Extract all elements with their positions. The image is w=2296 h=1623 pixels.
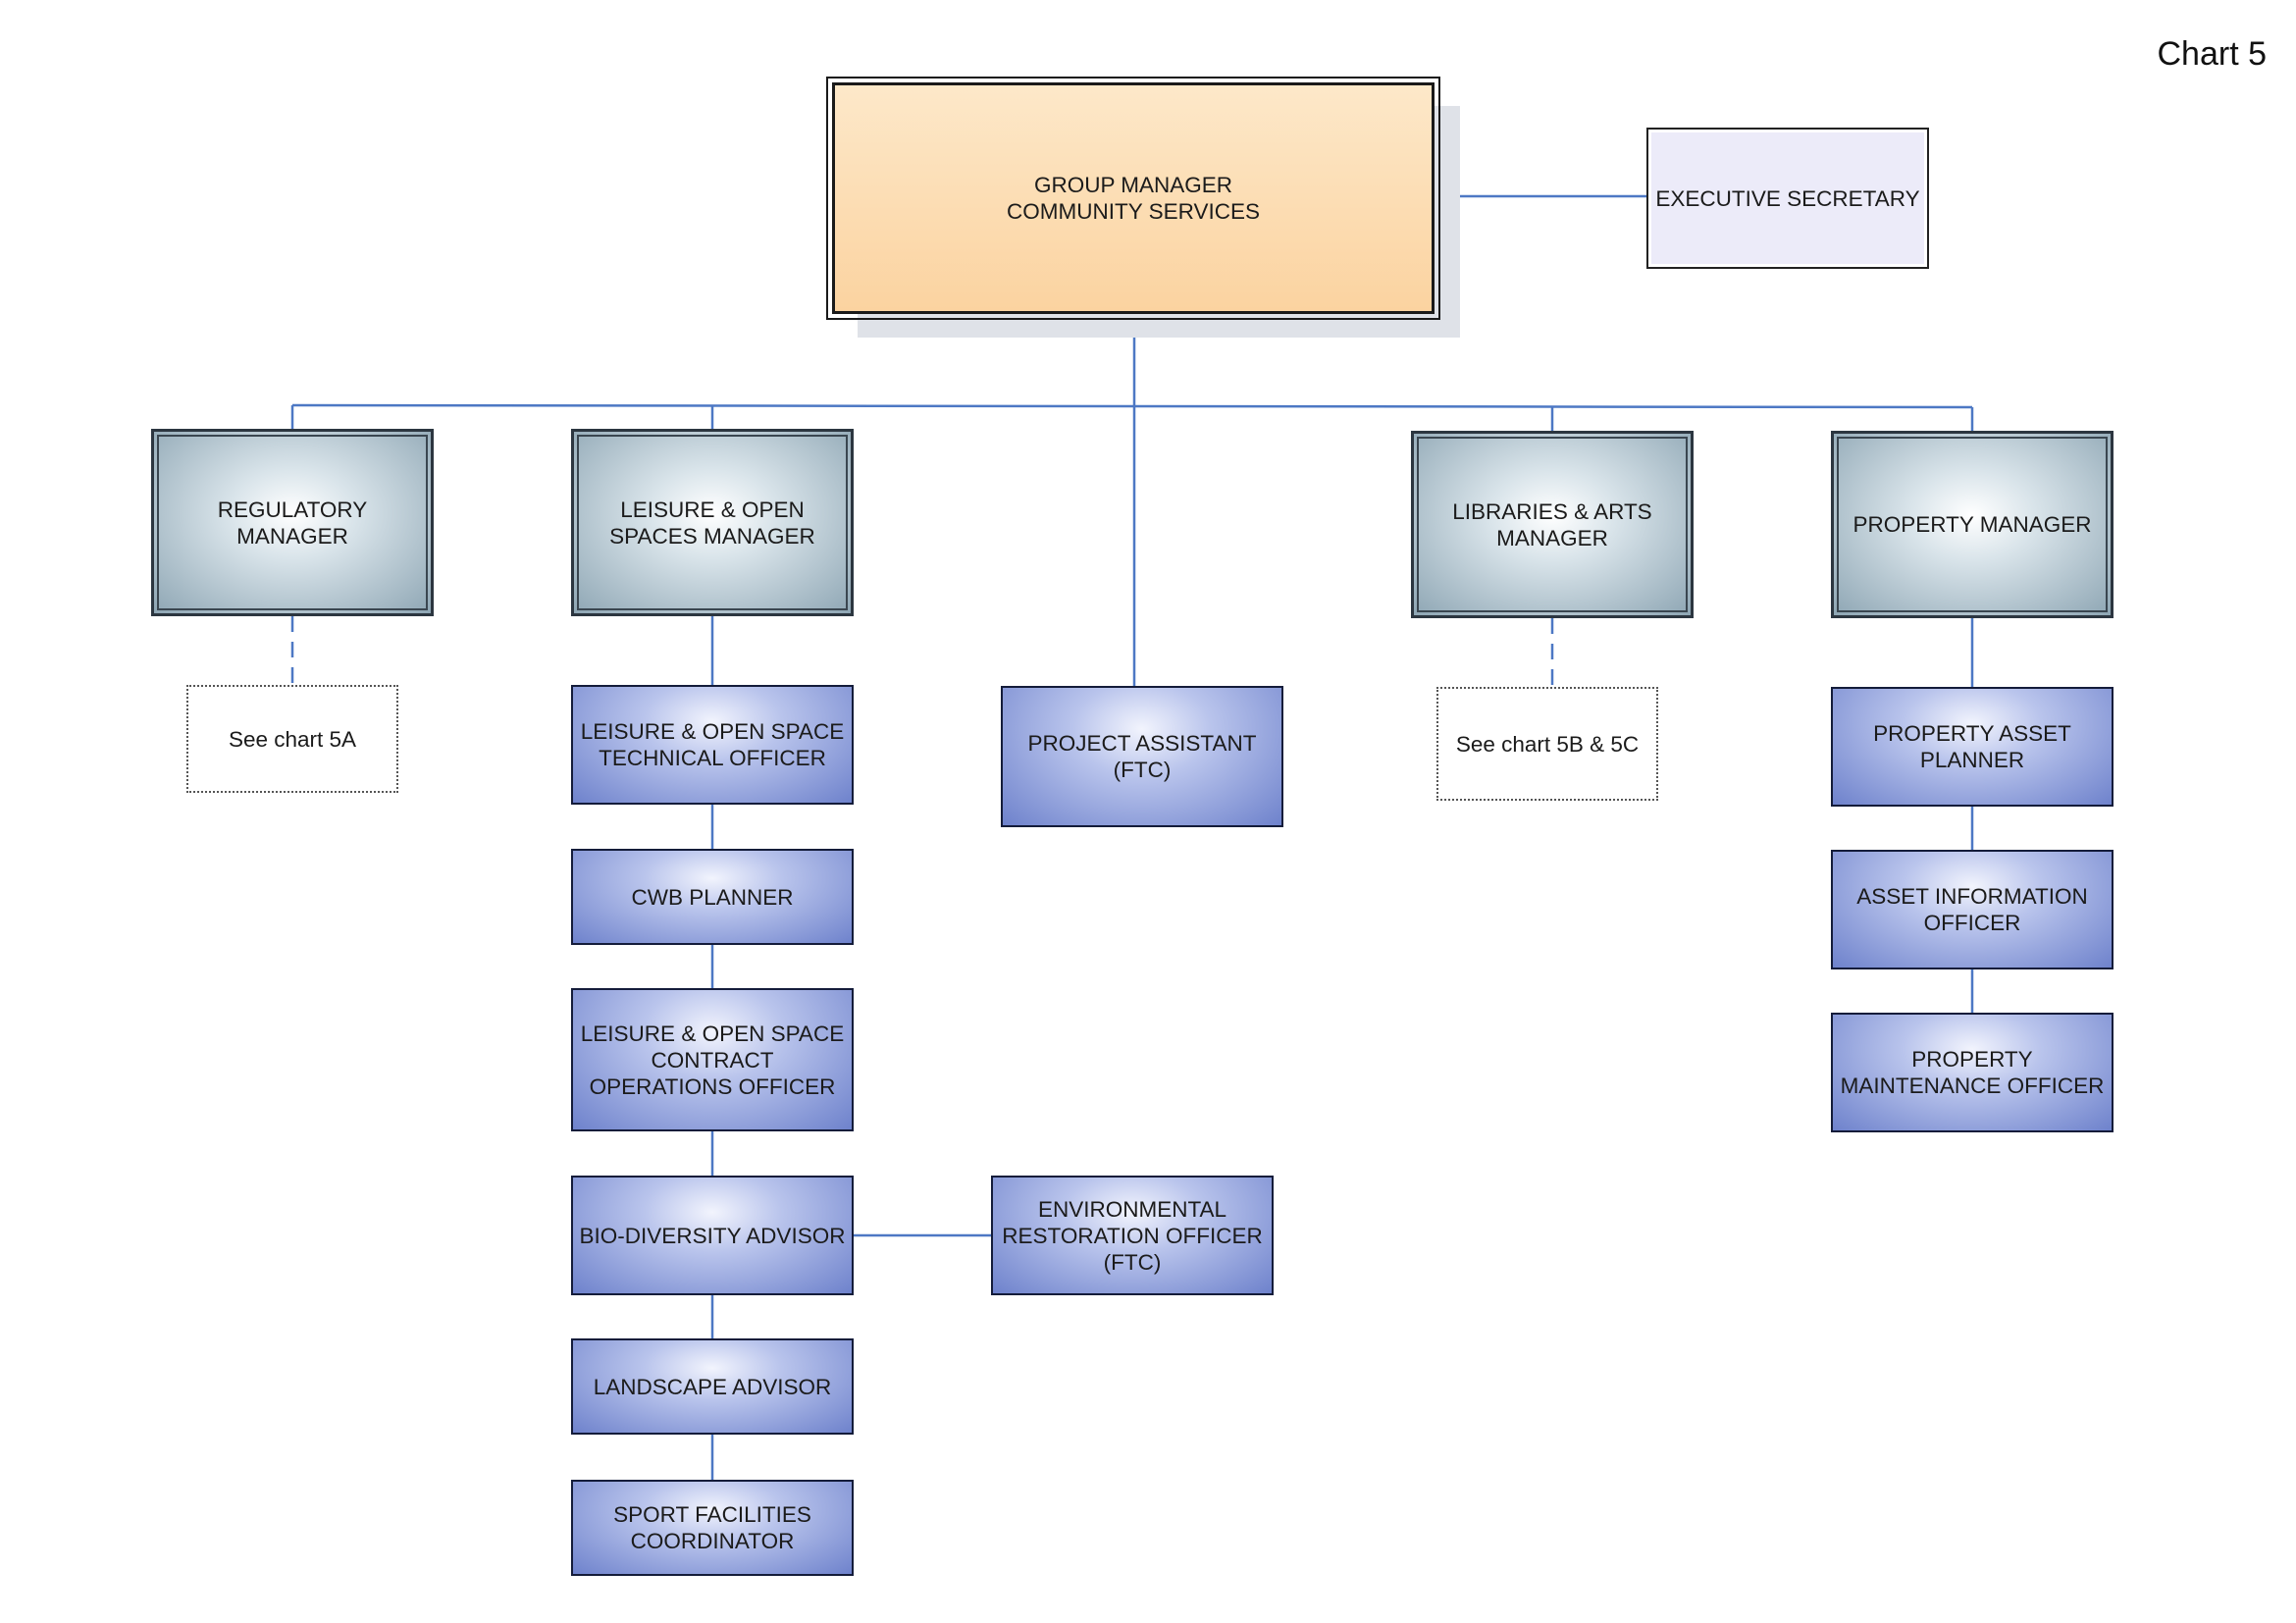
node-label: GROUP MANAGER COMMUNITY SERVICES: [1007, 173, 1260, 224]
node-label: LANDSCAPE ADVISOR: [593, 1374, 832, 1399]
node-label: LEISURE & OPEN SPACES MANAGER: [609, 497, 815, 549]
node-property-maintenance-officer: PROPERTY MAINTENANCE OFFICER: [1831, 1013, 2113, 1132]
node-sport-facilities-coordinator: SPORT FACILITIES COORDINATOR: [571, 1480, 854, 1576]
node-executive-secretary: EXECUTIVE SECRETARY: [1646, 128, 1929, 269]
node-group-manager: GROUP MANAGER COMMUNITY SERVICES: [826, 77, 1440, 320]
node-label: LEISURE & OPEN SPACE TECHNICAL OFFICER: [580, 719, 845, 770]
node-biodiversity-advisor: BIO-DIVERSITY ADVISOR: [571, 1176, 854, 1295]
node-see-chart-5bc: See chart 5B & 5C: [1436, 687, 1658, 801]
node-property-asset-planner: PROPERTY ASSET PLANNER: [1831, 687, 2113, 807]
node-libraries-manager: LIBRARIES & ARTS MANAGER: [1411, 431, 1694, 618]
node-label: LIBRARIES & ARTS MANAGER: [1452, 498, 1652, 550]
node-label: PROPERTY MANAGER: [1852, 512, 2092, 537]
node-label: PROPERTY ASSET PLANNER: [1873, 721, 2071, 772]
node-leisure-contract-officer: LEISURE & OPEN SPACE CONTRACT OPERATIONS…: [571, 988, 854, 1131]
node-leisure-technical-officer: LEISURE & OPEN SPACE TECHNICAL OFFICER: [571, 685, 854, 805]
node-label: See chart 5B & 5C: [1455, 731, 1640, 757]
chart-label: Chart 5: [2157, 35, 2268, 73]
node-label: LEISURE & OPEN SPACE CONTRACT OPERATIONS…: [580, 1021, 845, 1099]
node-label: CWB PLANNER: [631, 884, 794, 910]
node-project-assistant: PROJECT ASSISTANT (FTC): [1001, 686, 1283, 827]
node-label: EXECUTIVE SECRETARY: [1655, 185, 1920, 211]
node-leisure-manager: LEISURE & OPEN SPACES MANAGER: [571, 429, 854, 616]
node-label: ENVIRONMENTAL RESTORATION OFFICER (FTC): [1002, 1196, 1263, 1275]
node-label: BIO-DIVERSITY ADVISOR: [579, 1223, 846, 1248]
node-landscape-advisor: LANDSCAPE ADVISOR: [571, 1338, 854, 1435]
node-label: See chart 5A: [228, 726, 357, 752]
node-label: PROPERTY MAINTENANCE OFFICER: [1840, 1047, 2105, 1098]
node-cwb-planner: CWB PLANNER: [571, 849, 854, 945]
node-environmental-restoration-officer: ENVIRONMENTAL RESTORATION OFFICER (FTC): [991, 1176, 1274, 1295]
node-label: SPORT FACILITIES COORDINATOR: [613, 1502, 811, 1553]
node-see-chart-5a: See chart 5A: [186, 685, 398, 793]
node-label: REGULATORY MANAGER: [217, 497, 368, 549]
node-label: ASSET INFORMATION OFFICER: [1856, 884, 2088, 935]
node-regulatory-manager: REGULATORY MANAGER: [151, 429, 434, 616]
node-property-manager: PROPERTY MANAGER: [1831, 431, 2113, 618]
node-label: PROJECT ASSISTANT (FTC): [1027, 731, 1257, 782]
connector-bus: [291, 403, 1973, 409]
node-asset-information-officer: ASSET INFORMATION OFFICER: [1831, 850, 2113, 969]
